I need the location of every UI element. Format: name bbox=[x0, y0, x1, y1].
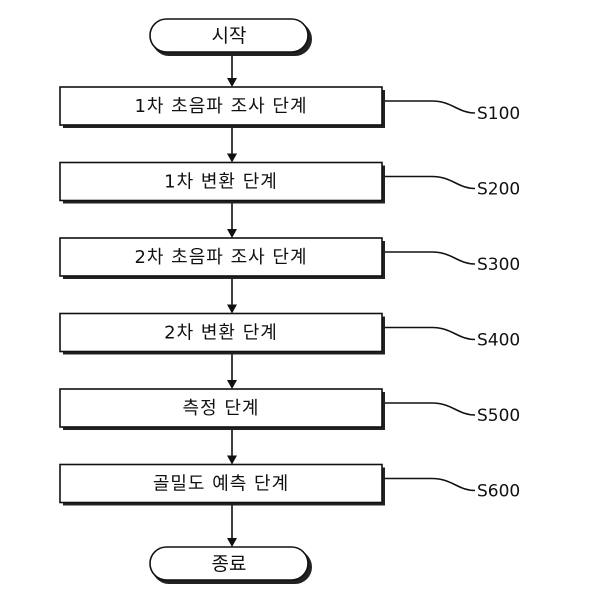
arrowhead bbox=[227, 305, 237, 314]
arrowhead bbox=[227, 380, 237, 389]
process-step-5: 측정 단계 S500 bbox=[60, 389, 520, 465]
process-step-1: 1차 초음파 조사 단계 S100 bbox=[60, 87, 520, 163]
step-code: S600 bbox=[477, 482, 520, 502]
step-label: 골밀도 예측 단계 bbox=[153, 474, 289, 495]
process-step-6: 골밀도 예측 단계 S600 bbox=[60, 465, 520, 548]
start-label: 시작 bbox=[212, 25, 247, 47]
process-step-4: 2차 변환 단계 S400 bbox=[60, 314, 520, 390]
step-code: S500 bbox=[477, 406, 520, 426]
arrowhead bbox=[227, 229, 237, 238]
leader-line bbox=[385, 403, 475, 415]
step-label: 2차 변환 단계 bbox=[164, 323, 278, 344]
end-terminator: 종료 bbox=[150, 547, 312, 584]
leader-line bbox=[385, 479, 475, 491]
step-label: 측정 단계 bbox=[183, 398, 260, 419]
leader-line bbox=[385, 177, 475, 189]
leader-line bbox=[385, 101, 475, 113]
arrowhead bbox=[227, 154, 237, 163]
process-step-3: 2차 초음파 조사 단계 S300 bbox=[60, 238, 520, 314]
step-code: S200 bbox=[477, 180, 520, 200]
process-step-2: 1차 변환 단계 S200 bbox=[60, 163, 520, 239]
process-steps: 1차 초음파 조사 단계 S100 1차 변환 단계 S200 2차 초음파 조사 단계… bbox=[60, 87, 520, 547]
leader-line bbox=[385, 328, 475, 340]
step-label: 1차 초음파 조사 단계 bbox=[134, 96, 307, 117]
leader-line bbox=[385, 252, 475, 264]
step-label: 2차 초음파 조사 단계 bbox=[134, 247, 307, 268]
arrowhead-start bbox=[227, 78, 237, 87]
arrowhead bbox=[227, 538, 237, 547]
step-code: S400 bbox=[477, 331, 520, 351]
step-label: 1차 변환 단계 bbox=[164, 172, 278, 193]
start-terminator: 시작 bbox=[150, 19, 312, 56]
step-code: S100 bbox=[477, 104, 520, 124]
step-code: S300 bbox=[477, 255, 520, 275]
arrowhead bbox=[227, 456, 237, 465]
end-label: 종료 bbox=[212, 553, 247, 575]
